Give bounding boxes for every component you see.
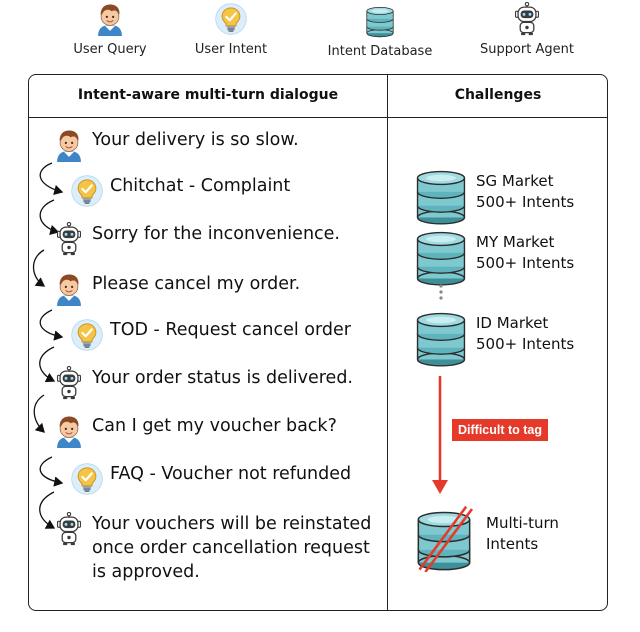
legend-support-agent: Support Agent (462, 0, 592, 57)
flow-arrow (39, 309, 64, 341)
dialogue-text: FAQ - Voucher not refunded (110, 464, 352, 484)
id-database-icon (414, 304, 468, 368)
legend-intent-database: Intent Database (315, 0, 445, 59)
flow-arrow (33, 394, 45, 433)
user-avatar-icon (52, 272, 86, 306)
intent-bulb-icon (70, 462, 104, 496)
legend-user-intent: User Intent (166, 0, 296, 57)
sg-market-detail: 500+ Intents (476, 193, 575, 211)
id-market-name: ID Market (476, 314, 549, 332)
column-divider (387, 75, 388, 610)
id-market-detail: 500+ Intents (476, 335, 575, 353)
legend-user-query-label: User Query (73, 42, 147, 57)
my-market-name: MY Market (476, 233, 555, 251)
robot-icon (52, 222, 86, 256)
dialogue-turn-intent: Chitchat - Complaint (70, 174, 290, 208)
robot-icon (52, 512, 86, 546)
flow-arrow (32, 249, 46, 287)
dialogue-text: Sorry for the inconvenience. (92, 224, 340, 244)
sg-market-name: SG Market (476, 172, 554, 190)
legend-support-agent-label: Support Agent (479, 42, 574, 57)
sg-database-icon (414, 162, 468, 226)
dialogue-turn-intent: FAQ - Voucher not refunded (70, 462, 351, 496)
sg-market-label: SG Market 500+ Intents (476, 171, 574, 213)
intent-bulb-icon (70, 174, 104, 208)
user-avatar-icon (52, 414, 86, 448)
flow-arrow (39, 346, 56, 383)
dialogue-text: Chitchat - Complaint (110, 176, 291, 196)
dialogue-turn-agent: Your vouchers will be reinstated once or… (52, 512, 371, 584)
diagram-panel: Intent-aware multi-turn dialogue Challen… (28, 74, 608, 611)
my-market-label: MY Market 500+ Intents (476, 232, 574, 274)
dialogue-text: Your order status is delivered. (92, 368, 353, 388)
dialogue-turn-intent: TOD - Request cancel order (70, 318, 351, 352)
legend-user-intent-label: User Intent (194, 42, 268, 57)
my-database-icon (414, 223, 468, 287)
dialogue-text: Can I get my voucher back? (92, 416, 337, 436)
dialogue-turn-user: Please cancel my order. (52, 272, 300, 306)
my-market-detail: 500+ Intents (476, 254, 575, 272)
difficult-to-tag-badge: Difficult to tag (452, 419, 549, 441)
red-down-arrow (432, 376, 448, 494)
dialogue-turn-agent: Your order status is delivered. (52, 366, 353, 400)
dialogue-turn-user: Your delivery is so slow. (52, 128, 299, 162)
dialogue-text: Your vouchers will be reinstated once or… (92, 514, 372, 582)
dialogue-text: TOD - Request cancel order (110, 320, 351, 340)
user-avatar-icon (52, 128, 86, 162)
flow-arrow (39, 199, 60, 235)
flow-arrow (39, 162, 64, 195)
challenges-header: Challenges (454, 87, 542, 103)
intent-bulb-icon (70, 318, 104, 352)
robot-icon (52, 366, 86, 400)
flow-arrow (39, 491, 56, 529)
flow-arrow (39, 456, 64, 487)
ellipsis-dots (439, 284, 443, 300)
legend-intent-database-label: Intent Database (327, 44, 433, 59)
dialogue-turn-agent: Sorry for the inconvenience. (52, 222, 340, 256)
dialogue-turn-user: Can I get my voucher back? (52, 414, 337, 448)
id-market-label: ID Market 500+ Intents (476, 313, 574, 355)
multi-turn-intents-label: Multi-turn Intents (486, 514, 559, 553)
dialogue-text: Your delivery is so slow. (92, 130, 299, 150)
multi-turn-database-icon (414, 505, 474, 572)
legend-user-query: User Query (45, 0, 175, 57)
dialogue-header: Intent-aware multi-turn dialogue (77, 87, 339, 103)
legend: User Query User Intent Intent Database S… (0, 0, 640, 70)
dialogue-text: Please cancel my order. (92, 274, 301, 294)
header-divider (29, 117, 607, 118)
